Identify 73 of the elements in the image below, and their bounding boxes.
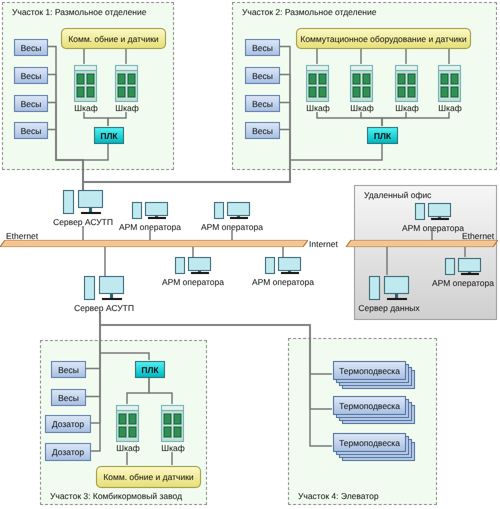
equipment-box: Комм. обние и датчики (61, 28, 166, 49)
zone-panel (288, 338, 437, 505)
cabinet-label: Шкаф (161, 443, 185, 453)
connector-line (464, 247, 466, 257)
connector-line (360, 48, 362, 64)
connector-line (99, 312, 332, 447)
zone-title: Удаленный офис (364, 190, 432, 200)
device-label: АРМ оператора (162, 277, 224, 287)
connector-line (431, 230, 433, 240)
plc-box: ПЛК (135, 361, 165, 378)
zone-title: Участок 3: Комбикормовый завод (50, 491, 182, 501)
connector-line (126, 452, 128, 465)
device-box: Весы (51, 361, 86, 378)
cabinet-label: Шкаф (74, 103, 98, 113)
device-box: Весы (245, 67, 280, 84)
sensor-box: Термоподвеска (333, 396, 406, 415)
cabinet-label: Шкаф (115, 103, 139, 113)
device-label: Сервер данных (358, 303, 420, 313)
connector-line (82, 143, 383, 190)
sensor-box: Термоподвеска (333, 361, 406, 380)
device-label: АРМ оператора (252, 277, 314, 287)
zone-panel (2, 2, 174, 170)
cabinet-label: Шкаф (350, 103, 374, 113)
equipment-box: Комм. обние и датчики (96, 466, 201, 488)
device-box: Весы (51, 389, 86, 406)
connector-line (386, 247, 388, 275)
connector-line (104, 247, 106, 276)
device-label: Сервер АСУТП (53, 217, 113, 227)
device-box: Весы (14, 67, 48, 84)
connector-line (148, 377, 173, 404)
device-box: Весы (245, 39, 280, 56)
cabinet-label: Шкаф (438, 103, 462, 113)
device-box: Весы (245, 95, 280, 112)
office-panel (354, 185, 497, 320)
connector-line (82, 226, 84, 240)
cabinet-label: Шкаф (306, 103, 330, 113)
connector-line (405, 48, 407, 64)
zone-panel (40, 340, 207, 505)
network-label: Ethernet (462, 231, 494, 241)
plc-box: ПЛК (94, 127, 124, 144)
connector-line (149, 230, 151, 240)
connector-line (171, 452, 173, 465)
device-box: Весы (14, 122, 48, 139)
zone-title: Участок 1: Размольное отделение (12, 7, 146, 17)
device-label: АРМ оператора (201, 222, 263, 232)
device-box: Дозатор (45, 415, 91, 433)
cabinet-label: Шкаф (395, 103, 419, 113)
connector-line (83, 48, 85, 64)
device-box: Дозатор (45, 443, 91, 461)
device-label: АРМ оператора (119, 222, 181, 232)
device-box: Весы (14, 95, 48, 112)
zone-panel (232, 2, 497, 170)
zone-title: Участок 2: Размольное отделение (242, 7, 376, 17)
device-label: Сервер АСУТП (74, 303, 134, 313)
plc-box: ПЛК (367, 127, 398, 144)
device-box: Весы (245, 122, 280, 139)
zone-title: Участок 4: Элеватор (298, 491, 379, 501)
sensor-box: Термоподвеска (333, 433, 406, 452)
cabinet-label: Шкаф (116, 443, 140, 453)
network-label: Internet (309, 239, 338, 249)
connector-line (125, 48, 127, 64)
connector-line (282, 247, 284, 257)
connector-line (316, 48, 318, 64)
connector-line (381, 112, 450, 126)
device-box: Весы (14, 39, 48, 56)
connector-line (107, 112, 127, 126)
network-label: Ethernet (6, 231, 38, 241)
connector-line (192, 247, 194, 257)
device-label: АРМ оператора (432, 278, 494, 288)
connector-line (448, 48, 450, 64)
equipment-box: Коммутационное оборудование и датчики (296, 28, 471, 49)
device-label: АРМ оператора (402, 223, 464, 233)
connector-line (231, 230, 233, 240)
